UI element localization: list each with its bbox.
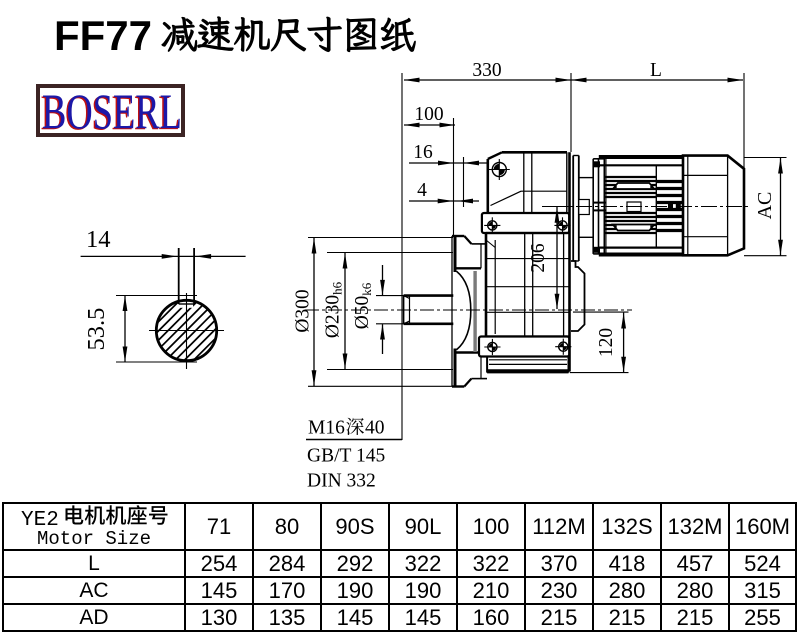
svg-text:DIN 332: DIN 332 — [307, 471, 376, 492]
svg-text:L: L — [650, 60, 662, 81]
svg-text:53.5: 53.5 — [83, 308, 110, 351]
svg-text:16: 16 — [413, 142, 433, 163]
svg-text:14: 14 — [86, 226, 111, 253]
svg-text:Ø300: Ø300 — [293, 289, 314, 332]
svg-text:YE2: YE2 — [21, 509, 59, 531]
svg-text:M16: M16 — [308, 418, 345, 439]
svg-text:GB/T 145: GB/T 145 — [307, 446, 385, 467]
svg-text:4: 4 — [417, 180, 427, 201]
svg-text:100: 100 — [414, 104, 443, 125]
svg-text:Ø50k6: Ø50k6 — [352, 282, 374, 329]
svg-text:120: 120 — [596, 328, 617, 357]
svg-text:Ø230h6: Ø230h6 — [323, 281, 345, 338]
svg-text:206: 206 — [528, 243, 549, 273]
svg-text:330: 330 — [472, 60, 501, 81]
svg-text:FF77: FF77 — [54, 12, 152, 59]
svg-text:40: 40 — [365, 418, 385, 439]
svg-text:AC: AC — [754, 192, 776, 220]
